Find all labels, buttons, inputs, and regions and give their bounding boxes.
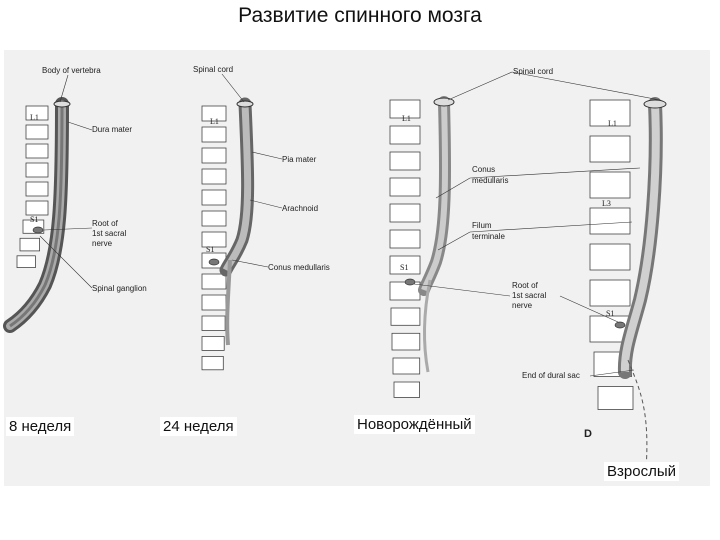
label-spinal-cord-cd: Spinal cord (513, 67, 553, 76)
vertebra-3-10 (391, 332, 421, 351)
vertebra-label-s1-d: S1 (606, 309, 614, 318)
label-root-of-d: Root of (512, 281, 539, 290)
panel-letter-d: D (584, 428, 592, 440)
vertebra-3-9 (390, 307, 421, 326)
label-filum: Filum (472, 221, 492, 230)
vertebra-label-s1-c: S1 (400, 263, 408, 272)
panel-adult (614, 97, 667, 471)
vertebra-3-12 (393, 381, 421, 398)
vertebra-3-1 (389, 99, 421, 119)
vertebra-label-l1-a: L1 (30, 113, 39, 122)
vertebra-4-6 (589, 279, 631, 307)
label-1st-sacral-a: 1st sacral (92, 229, 126, 238)
label-medullaris: medullaris (472, 176, 508, 185)
label-conus: Conus (472, 165, 495, 174)
vertebra-2-3 (201, 147, 227, 164)
vertebra-2-9 (201, 273, 227, 290)
label-1st-sacral-d: 1st sacral (512, 291, 546, 300)
vertebra-1-1 (25, 105, 49, 121)
vertebra-3-8 (389, 281, 421, 301)
vertebra-2-10 (201, 294, 227, 311)
label-end-of-dural-sac: End of dural sac (522, 371, 580, 380)
vertebra-3-6 (389, 229, 421, 249)
label-terminale: terminale (472, 232, 505, 241)
vertebra-2-12 (201, 336, 225, 351)
stage-label-week24: 24 неделя (160, 417, 237, 436)
vertebra-3-3 (389, 151, 421, 171)
vertebra-2-13 (201, 355, 224, 371)
vertebra-label-l1-c: L1 (402, 114, 411, 123)
label-arachnoid: Arachnoid (282, 204, 318, 213)
vertebra-4-3 (589, 171, 631, 199)
vertebra-2-1 (201, 105, 227, 122)
panel-newborn (404, 96, 455, 373)
vertebra-3-11 (392, 357, 421, 375)
label-body-of-vertebra: Body of vertebra (42, 66, 101, 75)
vertebra-label-l1-d: L1 (608, 119, 617, 128)
vertebra-label-s1-b: S1 (206, 245, 214, 254)
vertebra-4-4 (589, 207, 631, 235)
vertebra-1-8 (19, 237, 41, 252)
label-spinal-cord-b: Spinal cord (193, 65, 233, 74)
label-root-of-a: Root of (92, 219, 119, 228)
stage-label-week8: 8 неделя (6, 417, 75, 436)
vertebra-3-5 (389, 203, 421, 223)
vertebra-2-4 (201, 168, 227, 185)
vertebra-3-2 (389, 125, 421, 145)
vertebra-4-2 (589, 135, 631, 163)
vertebra-2-5 (201, 189, 227, 206)
vertebra-1-2 (25, 124, 49, 140)
vertebra-2-11 (201, 315, 226, 331)
panel-week24 (208, 97, 255, 346)
vertebra-1-5 (25, 181, 49, 197)
leader-lines (39, 71, 661, 377)
vertebra-4-5 (589, 243, 631, 271)
label-spinal-ganglion: Spinal ganglion (92, 284, 147, 293)
stage-label-newborn: Новорождённый (354, 415, 475, 434)
vertebra-2-6 (201, 210, 227, 227)
vertebra-1-9 (16, 255, 36, 269)
label-nerve-a: nerve (92, 239, 113, 248)
vertebra-4-9 (597, 386, 634, 410)
vertebra-4-1 (589, 99, 631, 127)
vertebra-3-7 (389, 255, 421, 275)
label-nerve-d: nerve (512, 301, 533, 310)
label-dura-mater: Dura mater (92, 125, 132, 134)
vertebra-label-l1-b: L1 (210, 117, 219, 126)
vertebra-2-7 (201, 231, 227, 248)
vertebra-1-4 (25, 162, 49, 178)
vertebra-label-l3-d: L3 (602, 199, 611, 208)
page-title: Развитие спинного мозга (238, 4, 482, 27)
label-conus-medullaris-b: Conus medullaris (268, 263, 330, 272)
label-pia-mater: Pia mater (282, 155, 317, 164)
vertebra-1-3 (25, 143, 49, 159)
vertebra-2-2 (201, 126, 227, 143)
vertebrae-columns (16, 99, 634, 410)
vertebra-1-6 (25, 200, 49, 216)
vertebra-label-s1-a: S1 (30, 215, 38, 224)
panel-week8 (3, 97, 71, 333)
vertebra-3-4 (389, 177, 421, 197)
stage-label-adult: Взрослый (604, 462, 679, 481)
